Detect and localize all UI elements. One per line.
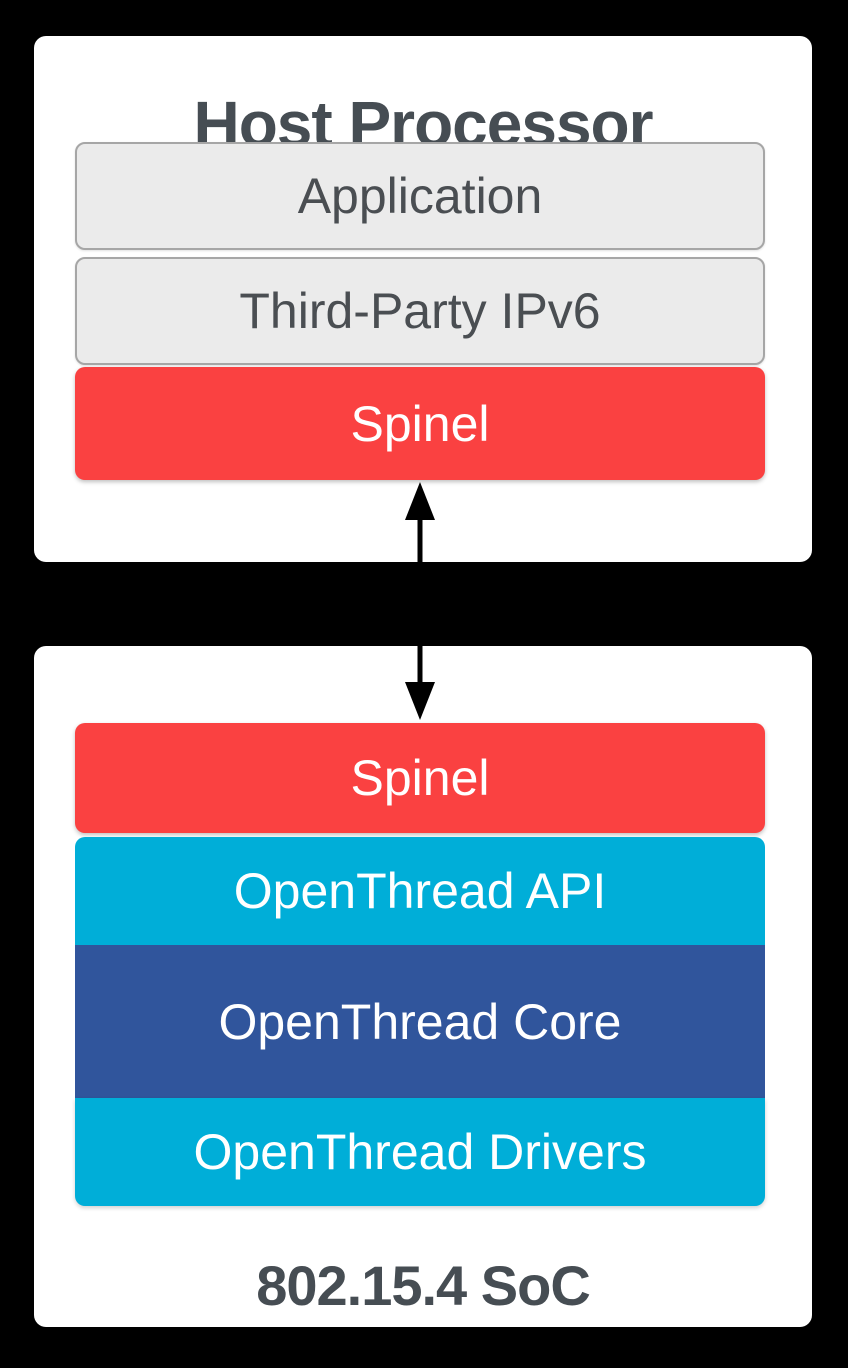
layer-openthread-core: OpenThread Core	[75, 945, 765, 1098]
soc-panel: Spinel OpenThread API OpenThread Core Op…	[34, 646, 812, 1327]
layer-third-party-ipv6: Third-Party IPv6	[75, 257, 765, 365]
soc-title: 802.15.4 SoC	[256, 1254, 591, 1317]
layer-application: Application	[75, 142, 765, 250]
bidirectional-arrow-icon	[405, 482, 435, 720]
host-processor-panel: Host Processor Application Third-Party I…	[34, 36, 812, 562]
layer-spinel-host: Spinel	[75, 367, 765, 480]
layer-openthread-api: OpenThread API	[75, 837, 765, 945]
layer-openthread-drivers: OpenThread Drivers	[75, 1098, 765, 1206]
layer-spinel-soc: Spinel	[75, 723, 765, 833]
